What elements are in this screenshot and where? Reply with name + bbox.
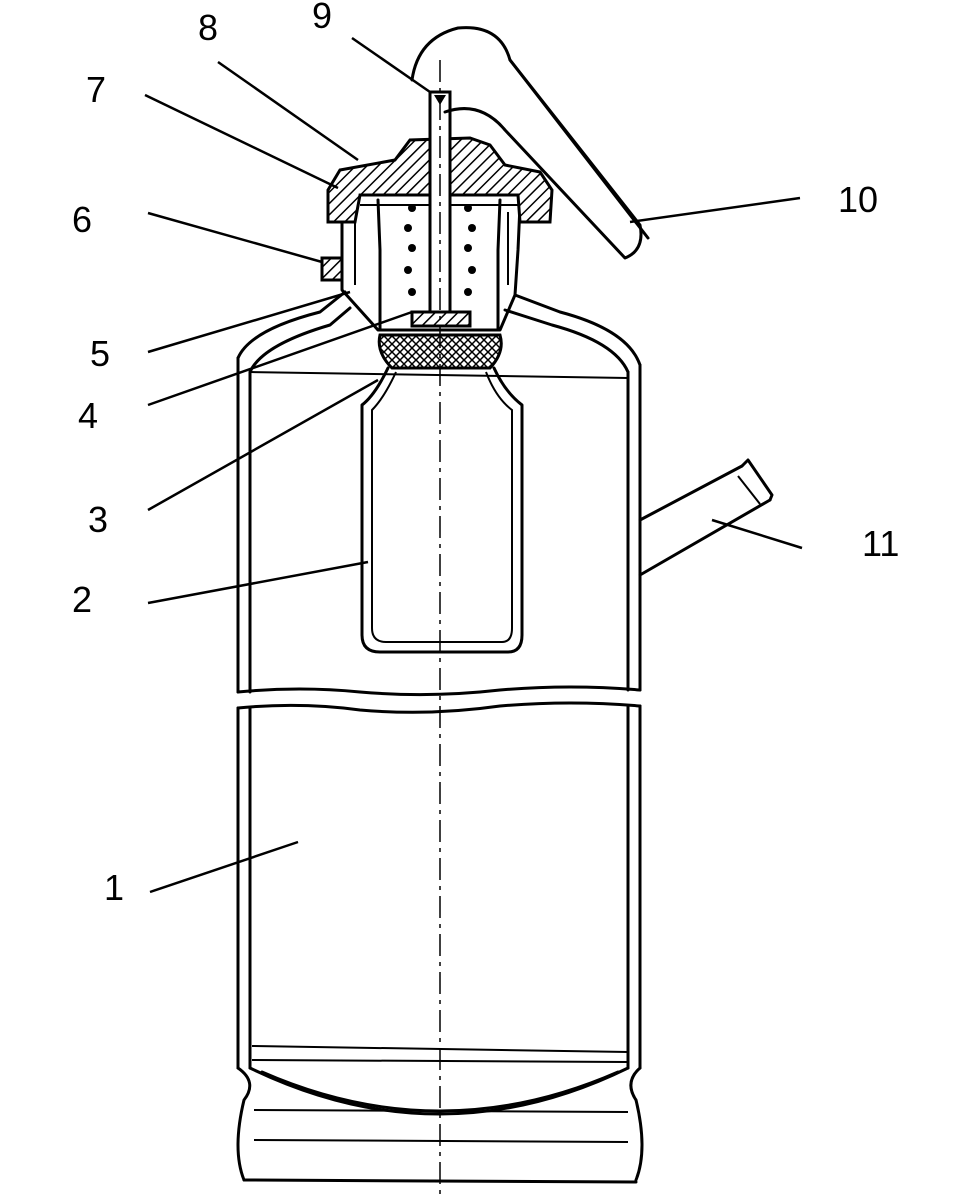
- label-7: 7: [86, 69, 106, 110]
- label-5: 5: [90, 333, 110, 374]
- valve-head: [320, 90, 554, 332]
- label-2: 2: [72, 579, 92, 620]
- label-11: 11: [862, 523, 899, 564]
- bottle-body: [236, 290, 644, 1184]
- label-8: 8: [198, 7, 218, 48]
- leader-lines: [144, 36, 803, 894]
- label-1: 1: [104, 867, 124, 908]
- label-9: 9: [312, 0, 332, 36]
- spring: [404, 204, 476, 296]
- part-labels: 1 2 3 4 5 6 7 8 9 10 11: [72, 0, 899, 908]
- label-6: 6: [72, 199, 92, 240]
- gas-cartridge: [360, 333, 524, 654]
- spout: [638, 458, 774, 577]
- lever: [410, 26, 650, 260]
- label-10: 10: [838, 179, 878, 220]
- label-4: 4: [78, 395, 98, 436]
- label-3: 3: [88, 499, 108, 540]
